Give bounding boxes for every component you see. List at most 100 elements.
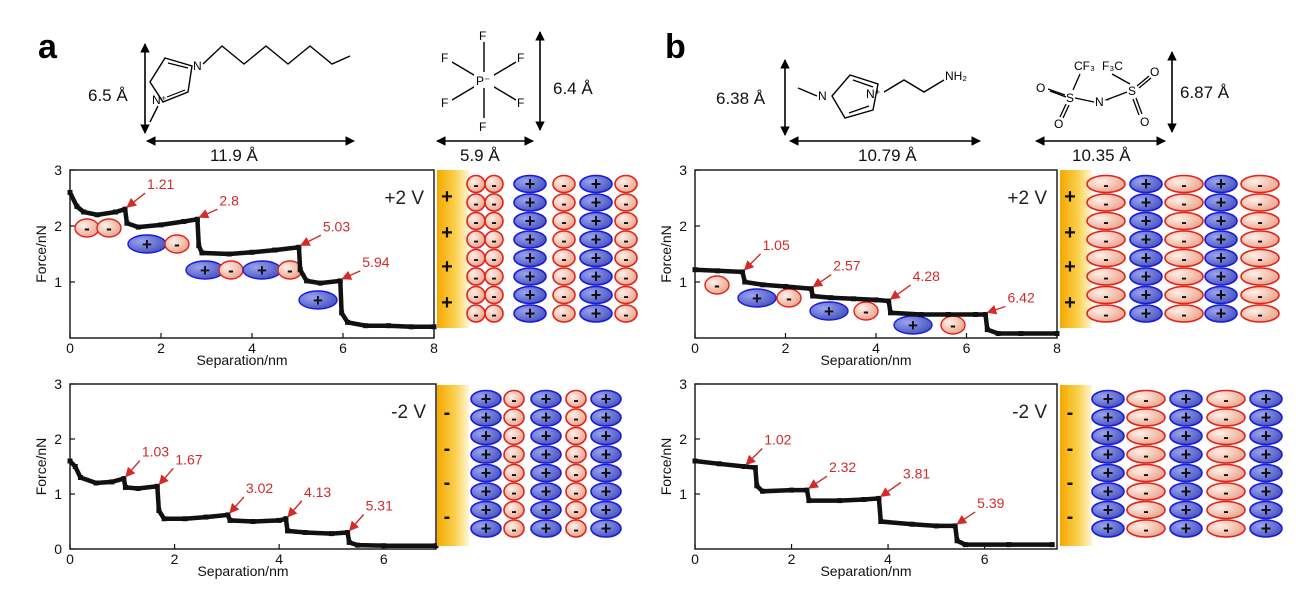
anion: - bbox=[552, 285, 576, 305]
svg-text:+: + bbox=[481, 426, 492, 446]
svg-text:+: + bbox=[591, 211, 602, 231]
svg-text:+: + bbox=[1103, 463, 1114, 483]
data-point bbox=[918, 311, 924, 317]
step-annotation: 6.42 bbox=[1008, 289, 1035, 305]
cation: + bbox=[1129, 248, 1163, 268]
anion-structure-a: P⁻ F F F F F F bbox=[441, 29, 524, 134]
cation: + bbox=[1204, 248, 1238, 268]
anion: - bbox=[565, 463, 587, 483]
svg-text:+: + bbox=[908, 316, 918, 335]
cation: + bbox=[1204, 193, 1238, 213]
svg-text:+: + bbox=[541, 389, 552, 409]
svg-text:+: + bbox=[1261, 482, 1272, 502]
x-tick-label: 6 bbox=[380, 551, 388, 567]
x-axis-label: Separation/nm bbox=[196, 352, 287, 368]
cation: + bbox=[579, 230, 613, 250]
anion: - bbox=[614, 248, 638, 268]
svg-text:+: + bbox=[1181, 389, 1192, 409]
data-point bbox=[161, 516, 167, 522]
anion: - bbox=[565, 445, 587, 465]
cation: + bbox=[1169, 500, 1203, 520]
svg-text:+: + bbox=[1141, 285, 1152, 305]
cation: + bbox=[1091, 389, 1125, 409]
data-point bbox=[760, 282, 766, 288]
svg-text:-: - bbox=[573, 485, 578, 502]
svg-text:-: - bbox=[473, 251, 478, 268]
svg-text:-: - bbox=[786, 289, 792, 308]
annotation-arrow bbox=[880, 481, 902, 497]
anion: - bbox=[552, 267, 576, 287]
cation: + bbox=[513, 211, 547, 231]
svg-text:-: - bbox=[1143, 503, 1148, 520]
atom-n2-b: N⁺ bbox=[866, 87, 881, 101]
cation: + bbox=[1204, 211, 1238, 231]
step-annotation: 5.39 bbox=[977, 495, 1004, 511]
svg-text:-: - bbox=[623, 288, 628, 305]
data-point bbox=[181, 219, 187, 225]
anion: - bbox=[1126, 408, 1166, 428]
svg-text:-: - bbox=[1181, 251, 1186, 268]
svg-text:-: - bbox=[511, 392, 516, 409]
cation: + bbox=[590, 519, 622, 539]
anion: - bbox=[1164, 248, 1204, 268]
data-point bbox=[124, 220, 130, 226]
svg-text:-: - bbox=[1181, 214, 1186, 231]
atom-f: F bbox=[441, 96, 448, 110]
data-point bbox=[355, 542, 361, 548]
cation-chip: + bbox=[893, 315, 933, 335]
anion: - bbox=[565, 500, 587, 520]
anion: - bbox=[565, 426, 587, 446]
annotation-arrow bbox=[812, 274, 832, 288]
svg-text:+: + bbox=[525, 174, 536, 194]
atom-f: F bbox=[479, 120, 486, 134]
cation: + bbox=[1169, 426, 1203, 446]
data-point bbox=[283, 516, 289, 522]
svg-text:-: - bbox=[950, 316, 956, 335]
atom-nh2: NH₂ bbox=[945, 69, 967, 83]
atom-o: O bbox=[1150, 65, 1159, 79]
step-annotation: 4.13 bbox=[304, 484, 331, 500]
svg-text:+: + bbox=[525, 248, 536, 268]
electrode bbox=[437, 385, 469, 546]
cation-chip: + bbox=[185, 260, 225, 280]
svg-text:-: - bbox=[174, 235, 180, 254]
svg-text:+: + bbox=[525, 304, 536, 324]
svg-text:-: - bbox=[84, 219, 90, 238]
anion-chip: - bbox=[218, 260, 244, 280]
annotation-arrow bbox=[745, 448, 763, 466]
svg-text:-: - bbox=[491, 196, 496, 213]
anion: - bbox=[1126, 463, 1166, 483]
svg-text:-: - bbox=[1223, 522, 1228, 539]
data-point bbox=[297, 267, 303, 273]
anion: - bbox=[1164, 304, 1204, 324]
svg-text:+: + bbox=[601, 463, 612, 483]
data-point bbox=[72, 464, 78, 469]
step-annotation: 5.03 bbox=[323, 218, 350, 234]
data-point bbox=[250, 519, 256, 524]
y-tick-label: 1 bbox=[54, 486, 62, 502]
voltage-label: +2 V bbox=[1007, 188, 1047, 209]
cation: + bbox=[1204, 285, 1238, 305]
voltage-label: -2 V bbox=[391, 402, 426, 423]
cation-chip: + bbox=[737, 288, 777, 308]
data-point bbox=[760, 488, 766, 494]
svg-text:-: - bbox=[511, 522, 516, 539]
cation: + bbox=[579, 304, 613, 324]
svg-text:+: + bbox=[601, 482, 612, 502]
cation: + bbox=[590, 445, 622, 465]
data-point bbox=[285, 528, 291, 534]
x-tick-label: 8 bbox=[1053, 340, 1061, 356]
atom-n1-b: N bbox=[818, 89, 827, 103]
svg-text:-: - bbox=[473, 214, 478, 231]
data-point bbox=[954, 538, 960, 544]
cation: + bbox=[579, 211, 613, 231]
anion: - bbox=[466, 304, 486, 324]
data-point bbox=[1054, 331, 1060, 337]
svg-text:-: - bbox=[561, 214, 566, 231]
data-point bbox=[345, 530, 351, 535]
data-point bbox=[984, 327, 990, 333]
data-point bbox=[887, 310, 893, 316]
data-point bbox=[431, 324, 437, 330]
electrode-charge: - bbox=[1067, 438, 1074, 460]
